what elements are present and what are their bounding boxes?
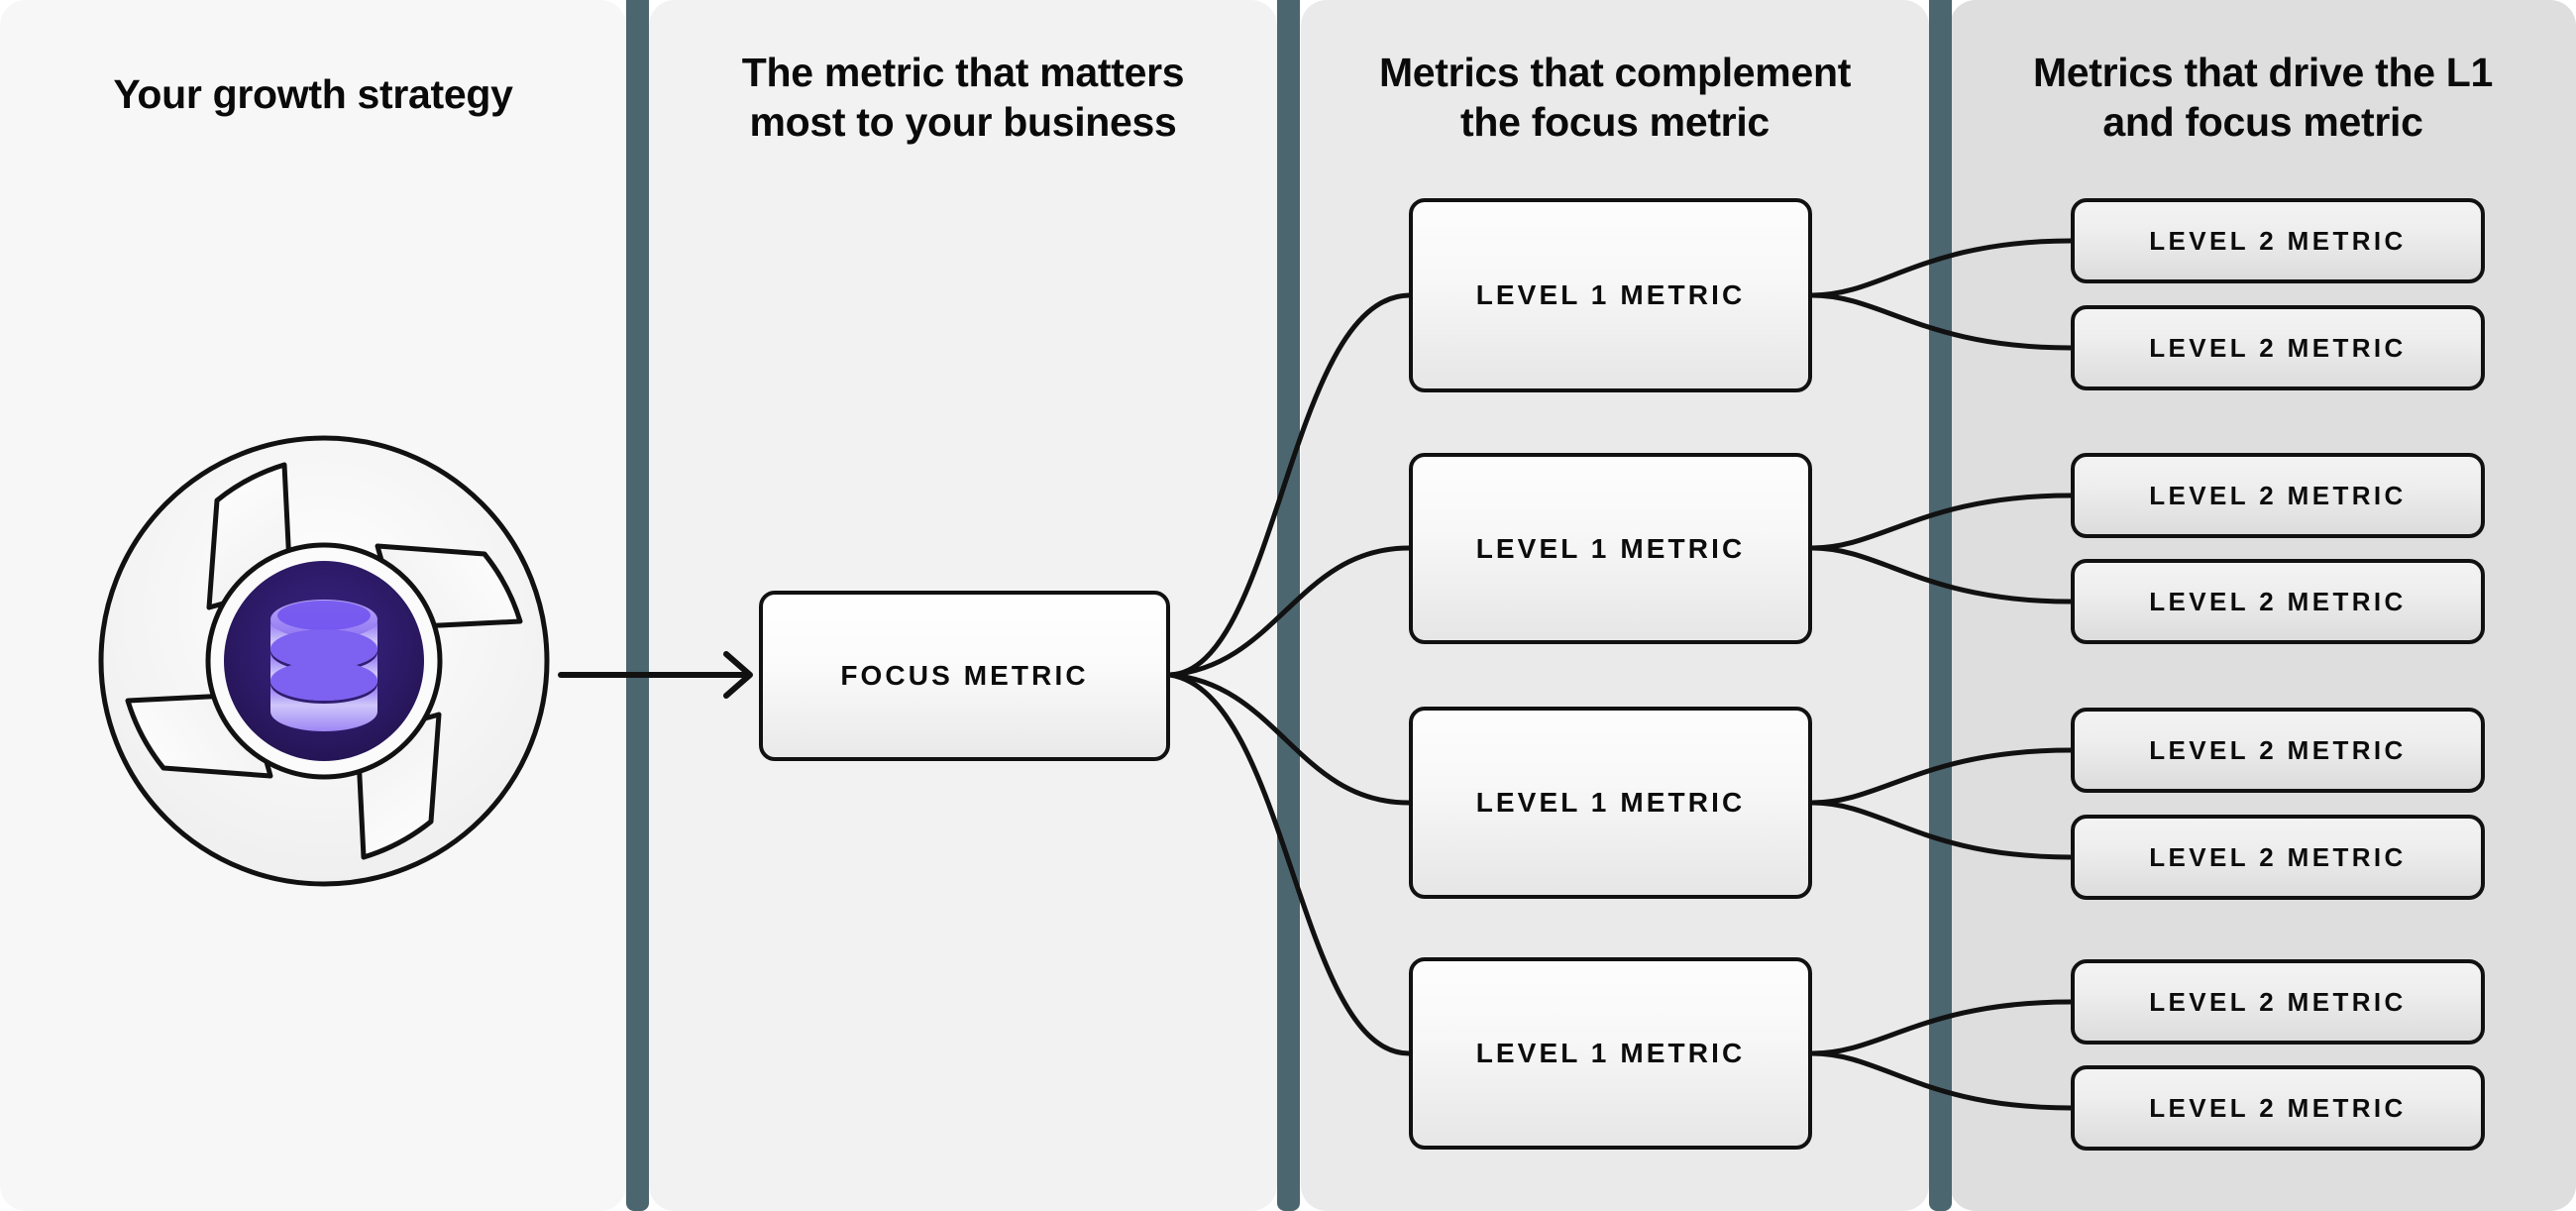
level2-metric-box-8[interactable]: LEVEL 2 METRIC [2071, 1065, 2485, 1151]
level2-metric-label: LEVEL 2 METRIC [2149, 480, 2407, 510]
level2-metric-box-4[interactable]: LEVEL 2 METRIC [2071, 559, 2485, 644]
level1-metric-label: LEVEL 1 METRIC [1475, 1038, 1746, 1068]
panel-divider-2 [1277, 0, 1300, 1211]
panel-divider-1 [626, 0, 649, 1211]
level1-metric-box-3[interactable]: LEVEL 1 METRIC [1409, 707, 1812, 899]
level1-metric-label: LEVEL 1 METRIC [1475, 787, 1746, 818]
level1-metric-box-2[interactable]: LEVEL 1 METRIC [1409, 453, 1812, 644]
focus-metric-box[interactable]: FOCUS METRIC [759, 591, 1170, 761]
panel-title-driver-metrics: Metrics that drive the L1 and focus metr… [2032, 50, 2494, 146]
growth-strategy-aperture-logo [87, 424, 561, 898]
level2-metric-label: LEVEL 2 METRIC [2149, 1092, 2407, 1123]
level2-metric-box-2[interactable]: LEVEL 2 METRIC [2071, 305, 2485, 390]
level2-metric-label: LEVEL 2 METRIC [2149, 332, 2407, 363]
level2-metric-box-3[interactable]: LEVEL 2 METRIC [2071, 453, 2485, 538]
panel-title-complement-metrics: Metrics that complement the focus metric [1378, 50, 1852, 146]
level2-metric-box-7[interactable]: LEVEL 2 METRIC [2071, 959, 2485, 1045]
focus-metric-label: FOCUS METRIC [840, 660, 1089, 691]
level1-metric-box-1[interactable]: LEVEL 1 METRIC [1409, 198, 1812, 392]
level1-metric-box-4[interactable]: LEVEL 1 METRIC [1409, 957, 1812, 1150]
level1-metric-label: LEVEL 1 METRIC [1475, 532, 1746, 564]
level2-metric-box-5[interactable]: LEVEL 2 METRIC [2071, 708, 2485, 793]
level2-metric-label: LEVEL 2 METRIC [2149, 586, 2407, 616]
database-icon [270, 600, 377, 731]
panel-title-growth-strategy: Your growth strategy [113, 71, 513, 117]
level1-metric-label: LEVEL 1 METRIC [1475, 279, 1746, 310]
logo-aperture-blades [125, 462, 523, 860]
level2-metric-box-1[interactable]: LEVEL 2 METRIC [2071, 198, 2485, 283]
level2-metric-box-6[interactable]: LEVEL 2 METRIC [2071, 815, 2485, 900]
panel-divider-3 [1929, 0, 1952, 1211]
panel-title-focus-metric: The metric that matters most to your bus… [741, 50, 1185, 146]
level2-metric-label: LEVEL 2 METRIC [2149, 225, 2407, 256]
level2-metric-label: LEVEL 2 METRIC [2149, 734, 2407, 765]
level2-metric-label: LEVEL 2 METRIC [2149, 986, 2407, 1017]
level2-metric-label: LEVEL 2 METRIC [2149, 841, 2407, 872]
